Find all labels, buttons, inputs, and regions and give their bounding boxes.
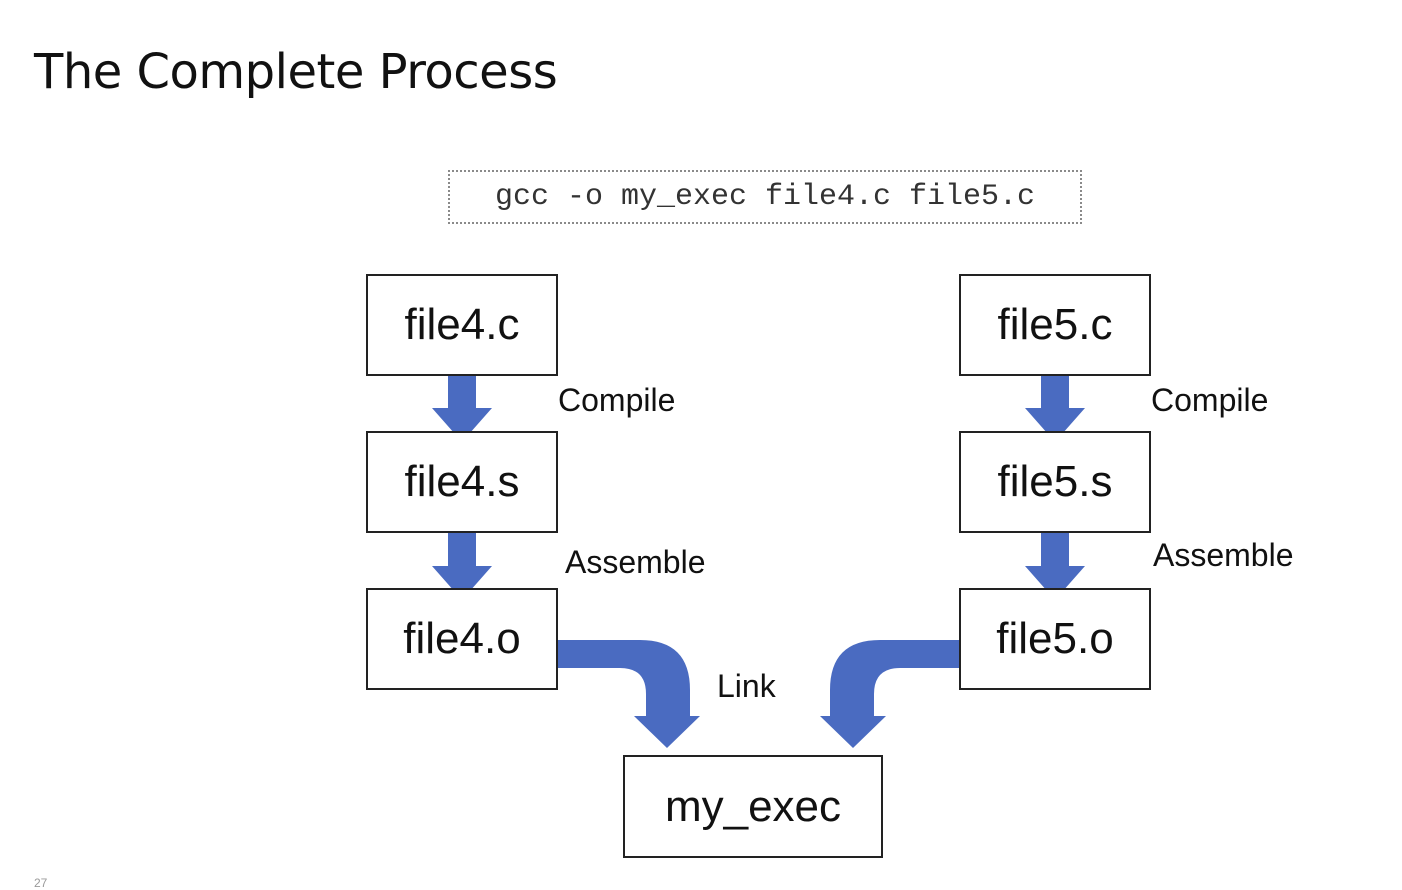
compile-arrow-right — [1025, 376, 1085, 442]
assemble-label-right: Assemble — [1153, 537, 1294, 573]
gcc-command: gcc -o my_exec file4.c file5.c — [448, 170, 1082, 224]
assemble-label-left: Assemble — [565, 544, 706, 580]
file5-s-box: file5.s — [959, 431, 1151, 533]
my-exec-box: my_exec — [623, 755, 883, 858]
compile-label-right: Compile — [1151, 382, 1269, 418]
link-arrow-left — [558, 640, 700, 748]
compile-label-left: Compile — [558, 382, 676, 418]
file4-o-box: file4.o — [366, 588, 558, 690]
link-label: Link — [717, 668, 776, 704]
assemble-arrow-right — [1025, 532, 1085, 600]
file5-o-box: file5.o — [959, 588, 1151, 690]
assemble-arrow-left — [432, 532, 492, 600]
page-number: 27 — [34, 876, 48, 890]
file5-c-box: file5.c — [959, 274, 1151, 376]
link-arrow-right — [820, 640, 960, 748]
file4-c-box: file4.c — [366, 274, 558, 376]
compile-arrow-left — [432, 376, 492, 442]
file4-s-box: file4.s — [366, 431, 558, 533]
slide-title: The Complete Process — [34, 44, 558, 100]
